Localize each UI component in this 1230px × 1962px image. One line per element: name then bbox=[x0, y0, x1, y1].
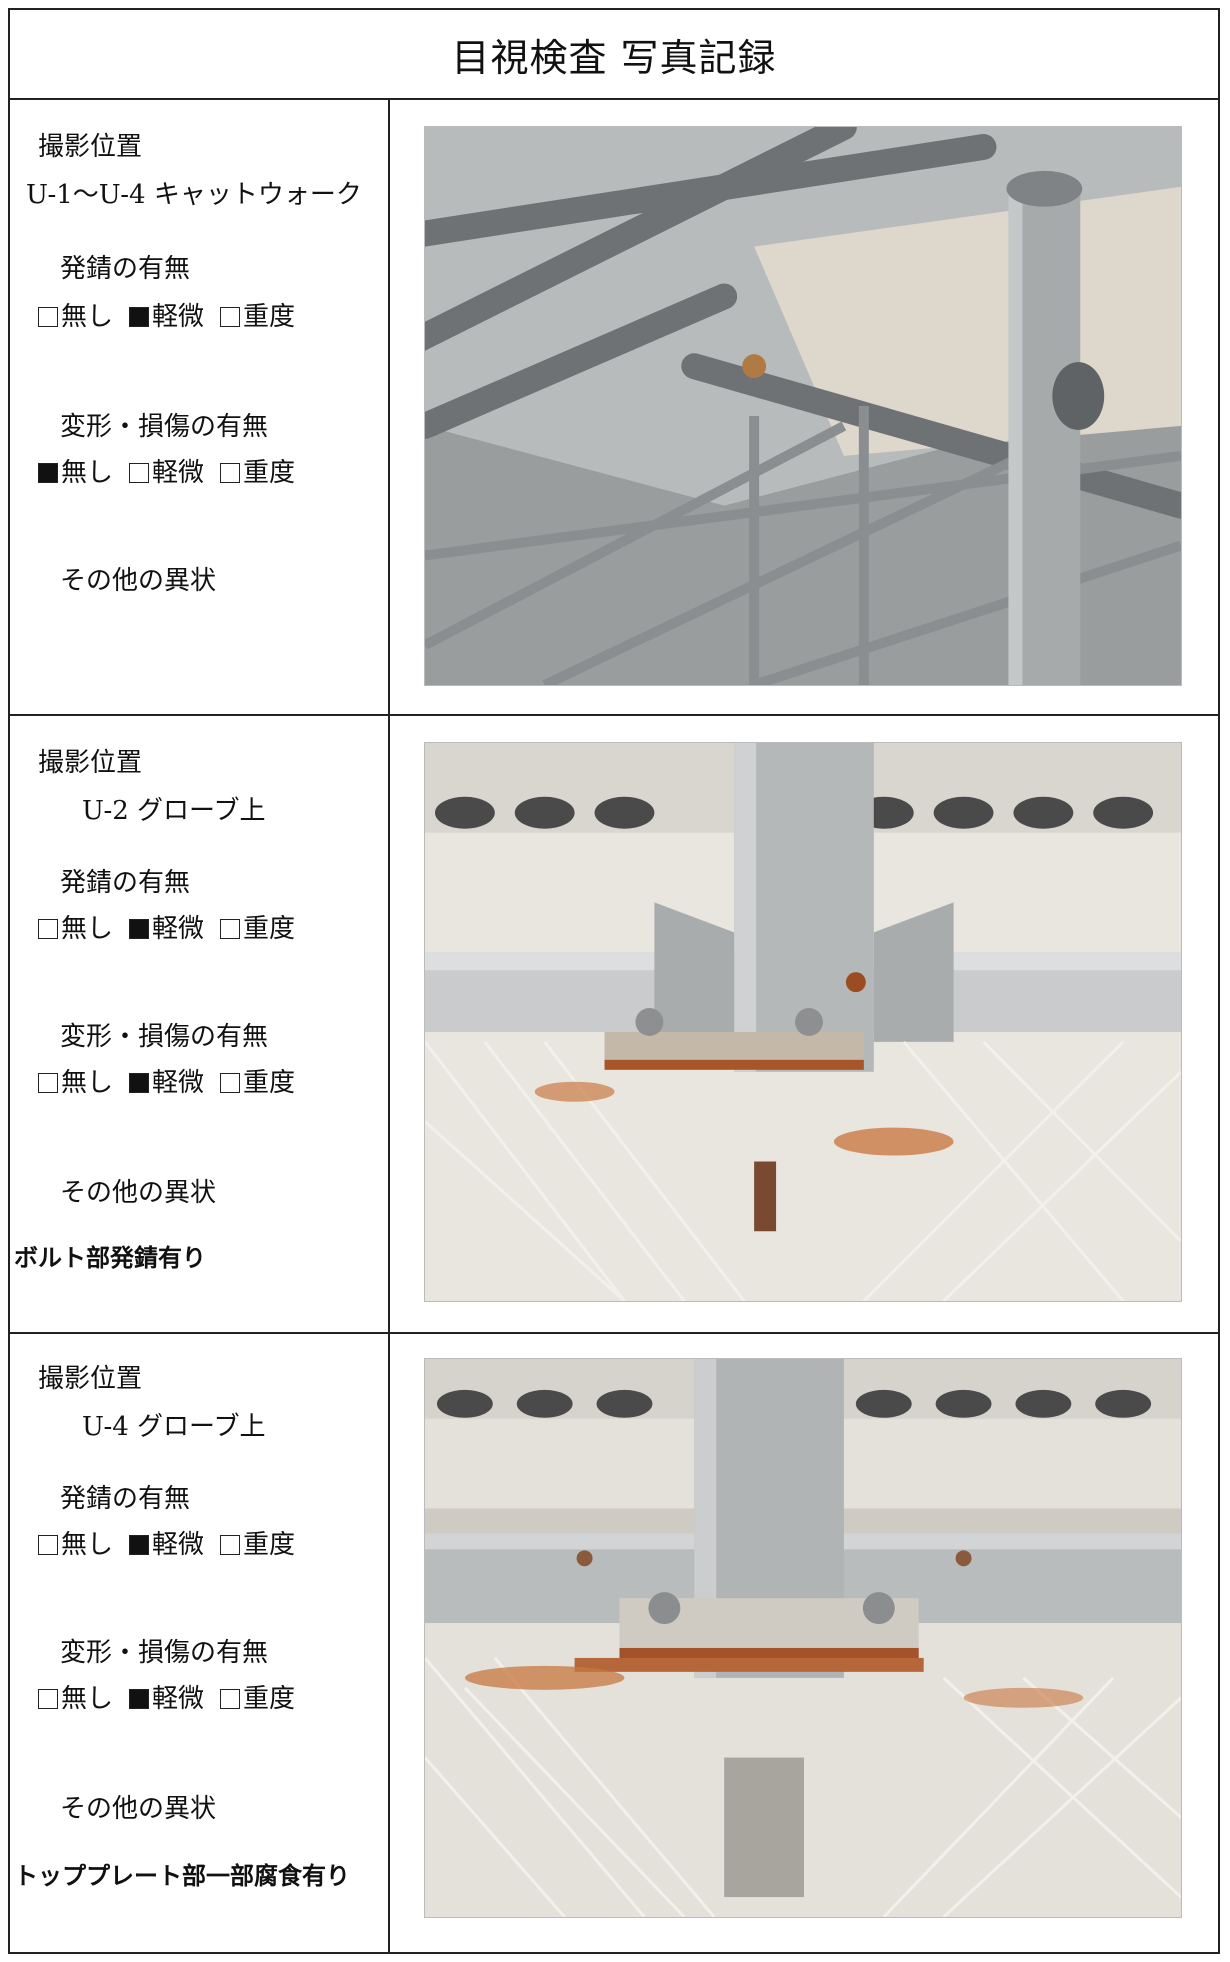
checkbox-icon bbox=[38, 1535, 58, 1555]
checkbox-checked-icon bbox=[38, 463, 58, 483]
inspection-entry-2: 撮影位置 U-2 グローブ上 発錆の有無 無し軽微重度 変形・損傷の有無 無し軽… bbox=[10, 716, 1218, 1334]
rust-label: 発錆の有無 bbox=[60, 1484, 191, 1514]
rust-options: 無し軽微重度 bbox=[38, 296, 311, 333]
damage-option-none[interactable]: 無し bbox=[38, 1678, 113, 1715]
checkbox-checked-icon bbox=[129, 1689, 150, 1709]
inspection-photo bbox=[424, 1358, 1182, 1918]
entry-details: 撮影位置 U-4 グローブ上 発錆の有無 無し軽微重度 変形・損傷の有無 無し軽… bbox=[10, 1334, 390, 1954]
rust-label: 発錆の有無 bbox=[60, 254, 191, 284]
rust-option-none[interactable]: 無し bbox=[38, 296, 113, 333]
other-label: その他の異状 bbox=[60, 566, 217, 596]
inspection-photo bbox=[424, 742, 1182, 1302]
damage-option-none[interactable]: 無し bbox=[38, 452, 113, 489]
checkbox-icon bbox=[220, 1073, 241, 1093]
rust-option-none[interactable]: 無し bbox=[38, 1524, 113, 1561]
checkbox-icon bbox=[38, 919, 58, 939]
damage-option-minor[interactable]: 軽微 bbox=[129, 1062, 204, 1099]
location-label: 撮影位置 bbox=[38, 748, 143, 778]
damage-option-minor[interactable]: 軽微 bbox=[129, 452, 204, 489]
damage-label: 変形・損傷の有無 bbox=[60, 1022, 269, 1052]
rust-option-severe[interactable]: 重度 bbox=[220, 296, 295, 333]
damage-option-severe[interactable]: 重度 bbox=[220, 1678, 295, 1715]
rust-options: 無し軽微重度 bbox=[38, 908, 311, 945]
damage-label: 変形・損傷の有無 bbox=[60, 412, 269, 442]
photo-cell bbox=[390, 716, 1218, 1332]
damage-option-minor[interactable]: 軽微 bbox=[129, 1678, 204, 1715]
damage-option-severe[interactable]: 重度 bbox=[220, 1062, 295, 1099]
checkbox-checked-icon bbox=[129, 1073, 150, 1093]
damage-options: 無し軽微重度 bbox=[38, 1062, 311, 1099]
location-label: 撮影位置 bbox=[38, 1364, 143, 1394]
location-label: 撮影位置 bbox=[38, 132, 143, 162]
remark-text: トッププレート部一部腐食有り bbox=[14, 1862, 350, 1890]
rust-option-minor[interactable]: 軽微 bbox=[129, 908, 204, 945]
checkbox-checked-icon bbox=[129, 307, 150, 327]
inspection-sheet: 目視検査 写真記録 撮影位置 U-1〜U-4 キャットウォーク 発錆の有無 無し… bbox=[8, 8, 1220, 1954]
damage-options: 無し軽微重度 bbox=[38, 1678, 311, 1715]
rust-option-severe[interactable]: 重度 bbox=[220, 1524, 295, 1561]
location-value: U-4 グローブ上 bbox=[82, 1412, 266, 1442]
entry-details: 撮影位置 U-2 グローブ上 発錆の有無 無し軽微重度 変形・損傷の有無 無し軽… bbox=[10, 716, 390, 1332]
rust-label: 発錆の有無 bbox=[60, 868, 191, 898]
checkbox-icon bbox=[129, 463, 150, 483]
remark-text: ボルト部発錆有り bbox=[14, 1244, 206, 1272]
other-label: その他の異状 bbox=[60, 1178, 217, 1208]
checkbox-checked-icon bbox=[129, 919, 150, 939]
location-value: U-2 グローブ上 bbox=[82, 796, 266, 826]
rust-options: 無し軽微重度 bbox=[38, 1524, 311, 1561]
checkbox-icon bbox=[38, 307, 58, 327]
inspection-entry-1: 撮影位置 U-1〜U-4 キャットウォーク 発錆の有無 無し軽微重度 変形・損傷… bbox=[10, 100, 1218, 716]
checkbox-icon bbox=[220, 307, 241, 327]
rust-option-minor[interactable]: 軽微 bbox=[129, 296, 204, 333]
checkbox-icon bbox=[38, 1073, 58, 1093]
rust-option-minor[interactable]: 軽微 bbox=[129, 1524, 204, 1561]
other-label: その他の異状 bbox=[60, 1794, 217, 1824]
location-value: U-1〜U-4 キャットウォーク bbox=[26, 180, 362, 210]
page-title: 目視検査 写真記録 bbox=[10, 10, 1218, 100]
checkbox-icon bbox=[220, 919, 241, 939]
checkbox-icon bbox=[38, 1689, 58, 1709]
rust-option-none[interactable]: 無し bbox=[38, 908, 113, 945]
inspection-photo bbox=[424, 126, 1182, 686]
inspection-entry-3: 撮影位置 U-4 グローブ上 発錆の有無 無し軽微重度 変形・損傷の有無 無し軽… bbox=[10, 1334, 1218, 1954]
checkbox-checked-icon bbox=[129, 1535, 150, 1555]
photo-cell bbox=[390, 1334, 1218, 1954]
checkbox-icon bbox=[220, 1689, 241, 1709]
damage-label: 変形・損傷の有無 bbox=[60, 1638, 269, 1668]
checkbox-icon bbox=[220, 1535, 241, 1555]
rust-option-severe[interactable]: 重度 bbox=[220, 908, 295, 945]
entry-details: 撮影位置 U-1〜U-4 キャットウォーク 発錆の有無 無し軽微重度 変形・損傷… bbox=[10, 100, 390, 714]
damage-options: 無し軽微重度 bbox=[38, 452, 311, 489]
damage-option-severe[interactable]: 重度 bbox=[220, 452, 295, 489]
checkbox-icon bbox=[220, 463, 241, 483]
photo-cell bbox=[390, 100, 1218, 714]
damage-option-none[interactable]: 無し bbox=[38, 1062, 113, 1099]
